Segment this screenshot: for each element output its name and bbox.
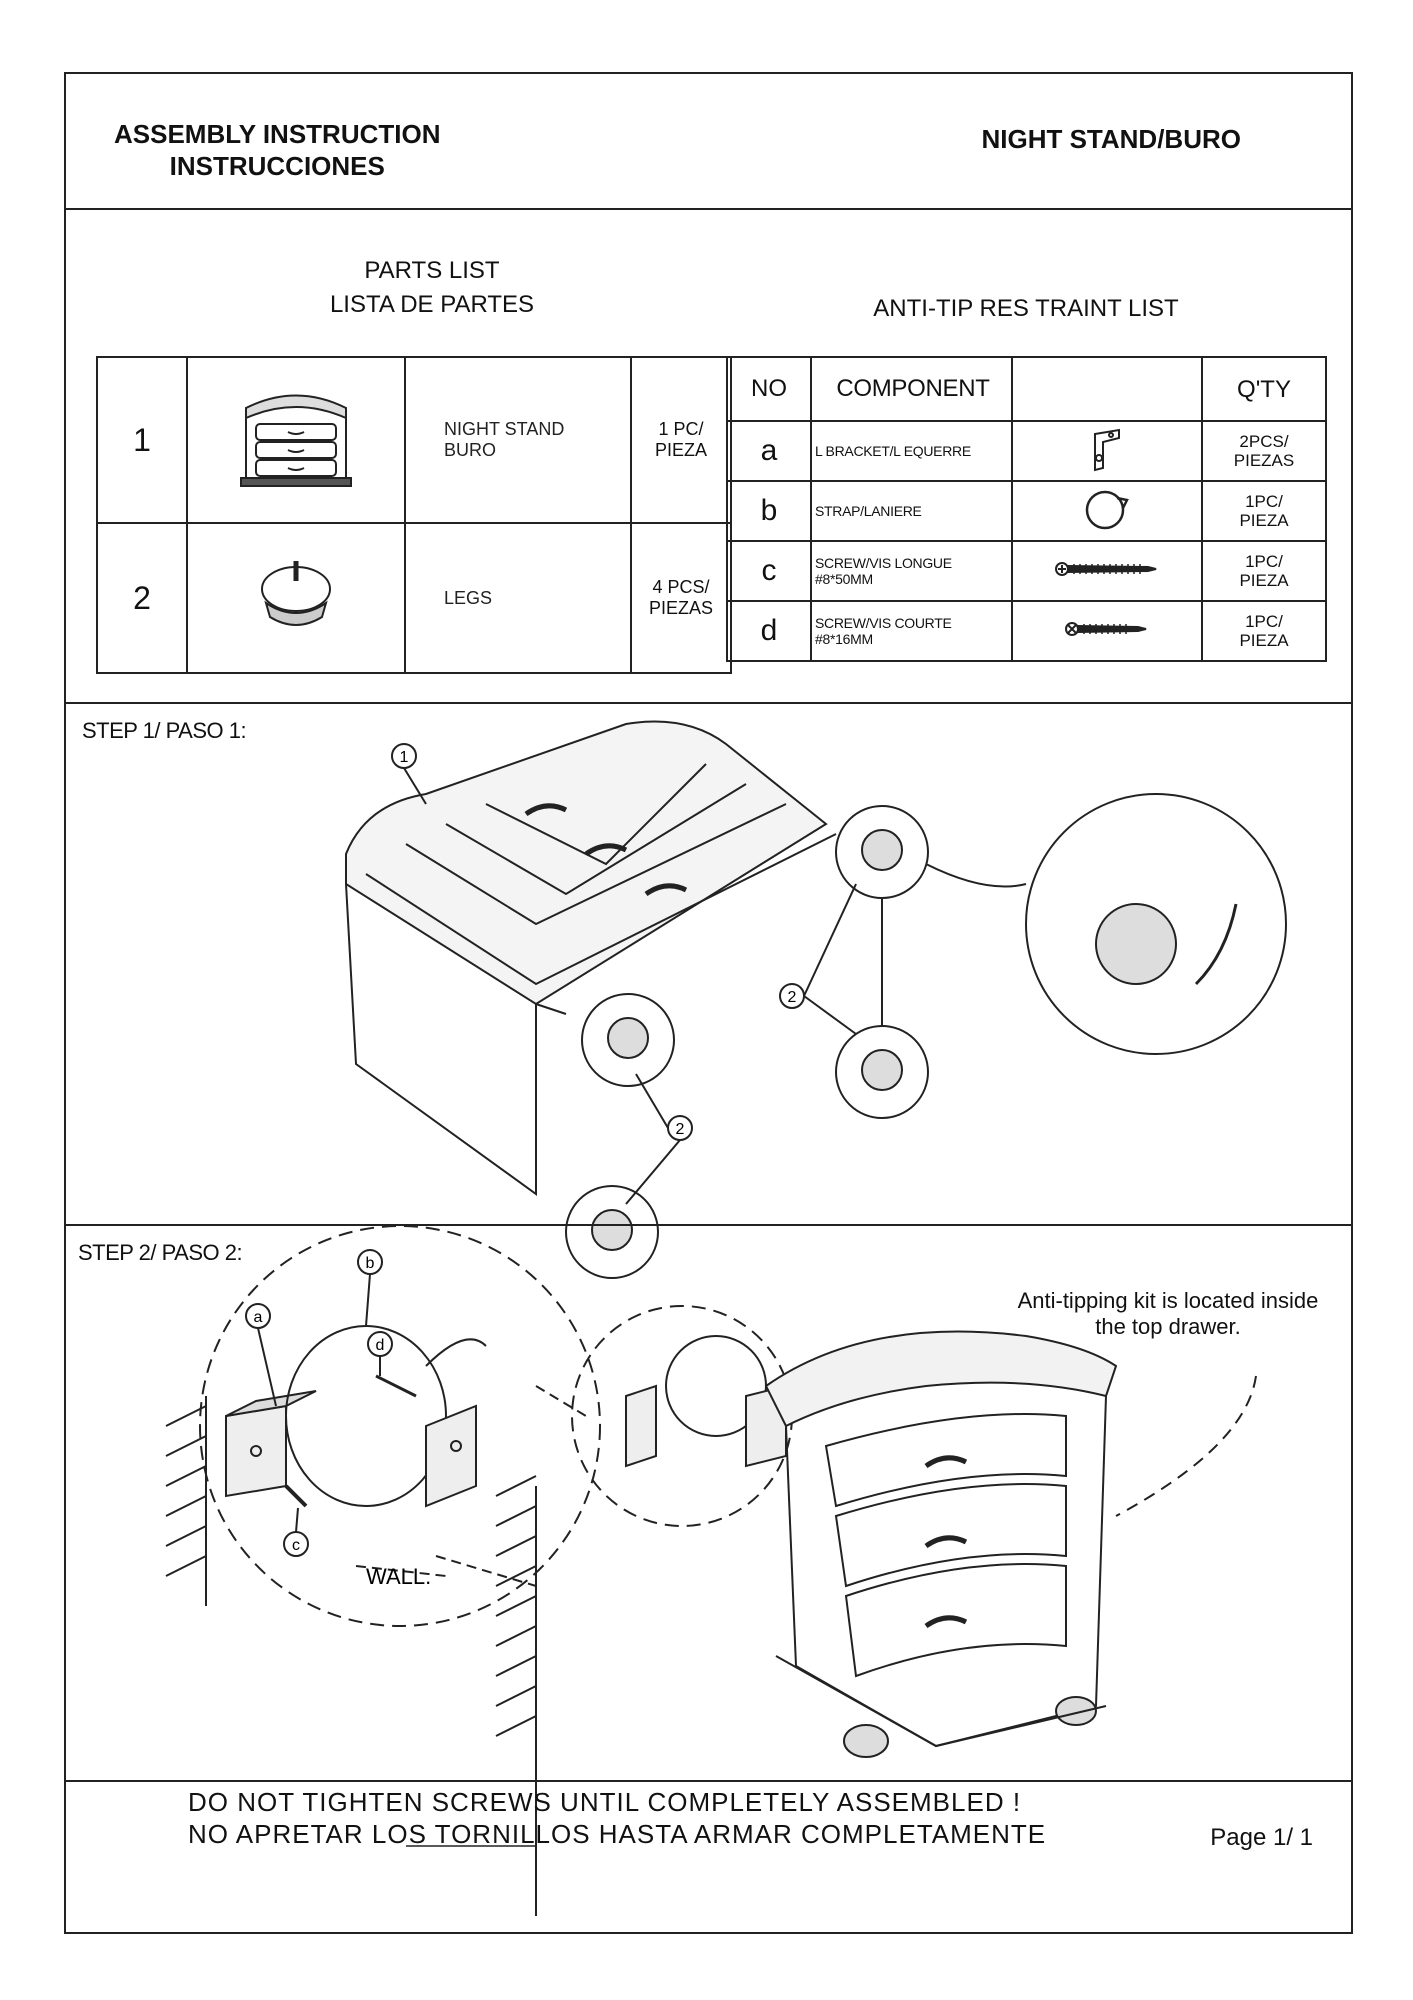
footer-warning: DO NOT TIGHTEN SCREWS UNTIL COMPLETELY A… xyxy=(188,1786,1046,1850)
component-qty: 1PC/ PIEZA xyxy=(1201,600,1327,662)
component-qty-en: 1PC/ xyxy=(1245,492,1283,511)
step1-callout: 2 xyxy=(788,989,797,1006)
warning-english: DO NOT TIGHTEN SCREWS UNTIL COMPLETELY A… xyxy=(188,1787,1022,1817)
instruction-sheet: ASSEMBLY INSTRUCTION INSTRUCCIONES NIGHT… xyxy=(64,72,1353,1934)
component-image xyxy=(1011,480,1203,542)
part-qty-es: PIEZAS xyxy=(648,598,714,618)
part-qty-es: PIEZA xyxy=(654,440,707,460)
component-image xyxy=(1011,600,1203,662)
footer-divider xyxy=(66,1780,1351,1782)
part-name-es: BURO xyxy=(444,440,497,460)
step1-callout: 1 xyxy=(400,749,409,766)
nightstand-icon xyxy=(240,394,352,487)
component-image xyxy=(1011,420,1203,482)
step2-label: STEP 2/ PASO 2: xyxy=(78,1240,243,1265)
part-image xyxy=(186,522,406,674)
strap-icon xyxy=(1085,490,1129,529)
component-letter: c xyxy=(726,540,812,602)
title-english: ASSEMBLY INSTRUCTION xyxy=(114,119,441,149)
col-image xyxy=(1011,356,1203,422)
step1-label: STEP 1/ PASO 1: xyxy=(82,718,247,743)
part-name: LEGS xyxy=(404,522,632,674)
part-qty-en: 1 PC/ xyxy=(658,419,704,439)
header-divider xyxy=(66,208,1351,210)
component-letter: d xyxy=(726,600,812,662)
component-name: SCREW/VIS COURTE #8*16MM xyxy=(810,600,1013,662)
warning-spanish: NO APRETAR LOS TORNILLOS HASTA ARMAR COM… xyxy=(188,1819,1047,1849)
section-divider-step1 xyxy=(66,702,1351,704)
component-name: L BRACKET/L EQUERRE xyxy=(810,420,1013,482)
title-spanish: INSTRUCCIONES xyxy=(169,151,385,181)
parts-table: 1 NIGHT STAND BURO xyxy=(96,356,732,674)
note-line2: the top drawer. xyxy=(1095,1314,1241,1339)
bun-foot-leg-icon xyxy=(261,560,331,626)
section-divider-step2 xyxy=(66,1224,1351,1226)
part-number: 2 xyxy=(96,522,188,674)
parts-list-title: PARTS LIST LISTA DE PARTES xyxy=(282,254,582,322)
part-name-en: NIGHT STAND xyxy=(444,419,565,439)
component-qty-en: 2PCS/ xyxy=(1239,432,1289,451)
component-name: SCREW/VIS LONGUE #8*50MM xyxy=(810,540,1013,602)
product-name: NIGHT STAND/BURO xyxy=(981,124,1241,154)
step2-callout-c: c xyxy=(292,1537,300,1554)
step2-callout-a: a xyxy=(254,1309,263,1326)
anti-tip-table: NO COMPONENT Q'TY a L BRACKET/L EQUERRE … xyxy=(726,356,1327,662)
anti-tip-note: Anti-tipping kit is located inside the t… xyxy=(988,1288,1348,1340)
component-qty-es: PIEZAS xyxy=(1233,451,1295,470)
parts-row: 1 NIGHT STAND BURO xyxy=(96,356,732,524)
component-qty: 2PCS/ PIEZAS xyxy=(1201,420,1327,482)
anti-tip-row: d SCREW/VIS COURTE #8*16MM 1PC/ PIEZA xyxy=(726,600,1327,662)
part-qty: 4 PCS/ PIEZAS xyxy=(630,522,732,674)
part-name: NIGHT STAND BURO xyxy=(404,356,632,524)
note-line1: Anti-tipping kit is located inside xyxy=(1017,1288,1319,1313)
part-qty: 1 PC/ PIEZA xyxy=(630,356,732,524)
short-screw-icon xyxy=(1065,621,1147,636)
component-name: STRAP/LANIERE xyxy=(810,480,1013,542)
step1-callout: 2 xyxy=(676,1121,685,1138)
anti-tip-row: b STRAP/LANIERE 1PC/ PIEZA xyxy=(726,480,1327,542)
wall-label: WALL. xyxy=(366,1564,431,1589)
step2-illustration: b a d c WALL. xyxy=(165,1225,1257,1916)
component-qty-en: 1PC/ xyxy=(1245,552,1283,571)
col-no: NO xyxy=(726,356,812,422)
anti-tip-title: ANTI-TIP RES TRAINT LIST xyxy=(873,295,1179,322)
step2-callout-d: d xyxy=(376,1337,385,1354)
component-letter: a xyxy=(726,420,812,482)
part-image xyxy=(186,356,406,524)
parts-row: 2 LEGS 4 PCS/ PIEZAS xyxy=(96,522,732,674)
component-image xyxy=(1011,540,1203,602)
part-qty-en: 4 PCS/ xyxy=(652,577,710,597)
component-letter: b xyxy=(726,480,812,542)
anti-tip-row: a L BRACKET/L EQUERRE 2PCS/ PIEZAS xyxy=(726,420,1327,482)
parts-list-title-en: PARTS LIST xyxy=(364,257,500,284)
page-number: Page 1/ 1 xyxy=(1210,1824,1313,1851)
component-qty-es: PIEZA xyxy=(1239,571,1289,590)
anti-tip-header-row: NO COMPONENT Q'TY xyxy=(726,356,1327,422)
step2-callout-b: b xyxy=(366,1255,375,1272)
component-qty-es: PIEZA xyxy=(1239,511,1289,530)
component-qty-es: PIEZA xyxy=(1239,631,1289,650)
col-component: COMPONENT xyxy=(810,356,1013,422)
header-title: ASSEMBLY INSTRUCTION INSTRUCCIONES xyxy=(114,118,441,182)
parts-list-title-es: LISTA DE PARTES xyxy=(329,291,535,318)
step1-illustration: 1 2 2 xyxy=(345,720,1287,1279)
component-qty: 1PC/ PIEZA xyxy=(1201,540,1327,602)
component-qty: 1PC/ PIEZA xyxy=(1201,480,1327,542)
long-screw-icon xyxy=(1055,561,1157,576)
col-qty: Q'TY xyxy=(1201,356,1327,422)
anti-tip-row: c SCREW/VIS LONGUE #8*50MM 1PC/ PIEZA xyxy=(726,540,1327,602)
component-qty-en: 1PC/ xyxy=(1245,612,1283,631)
part-name-en: LEGS xyxy=(444,587,493,608)
part-number: 1 xyxy=(96,356,188,524)
l-bracket-icon xyxy=(1094,428,1120,471)
